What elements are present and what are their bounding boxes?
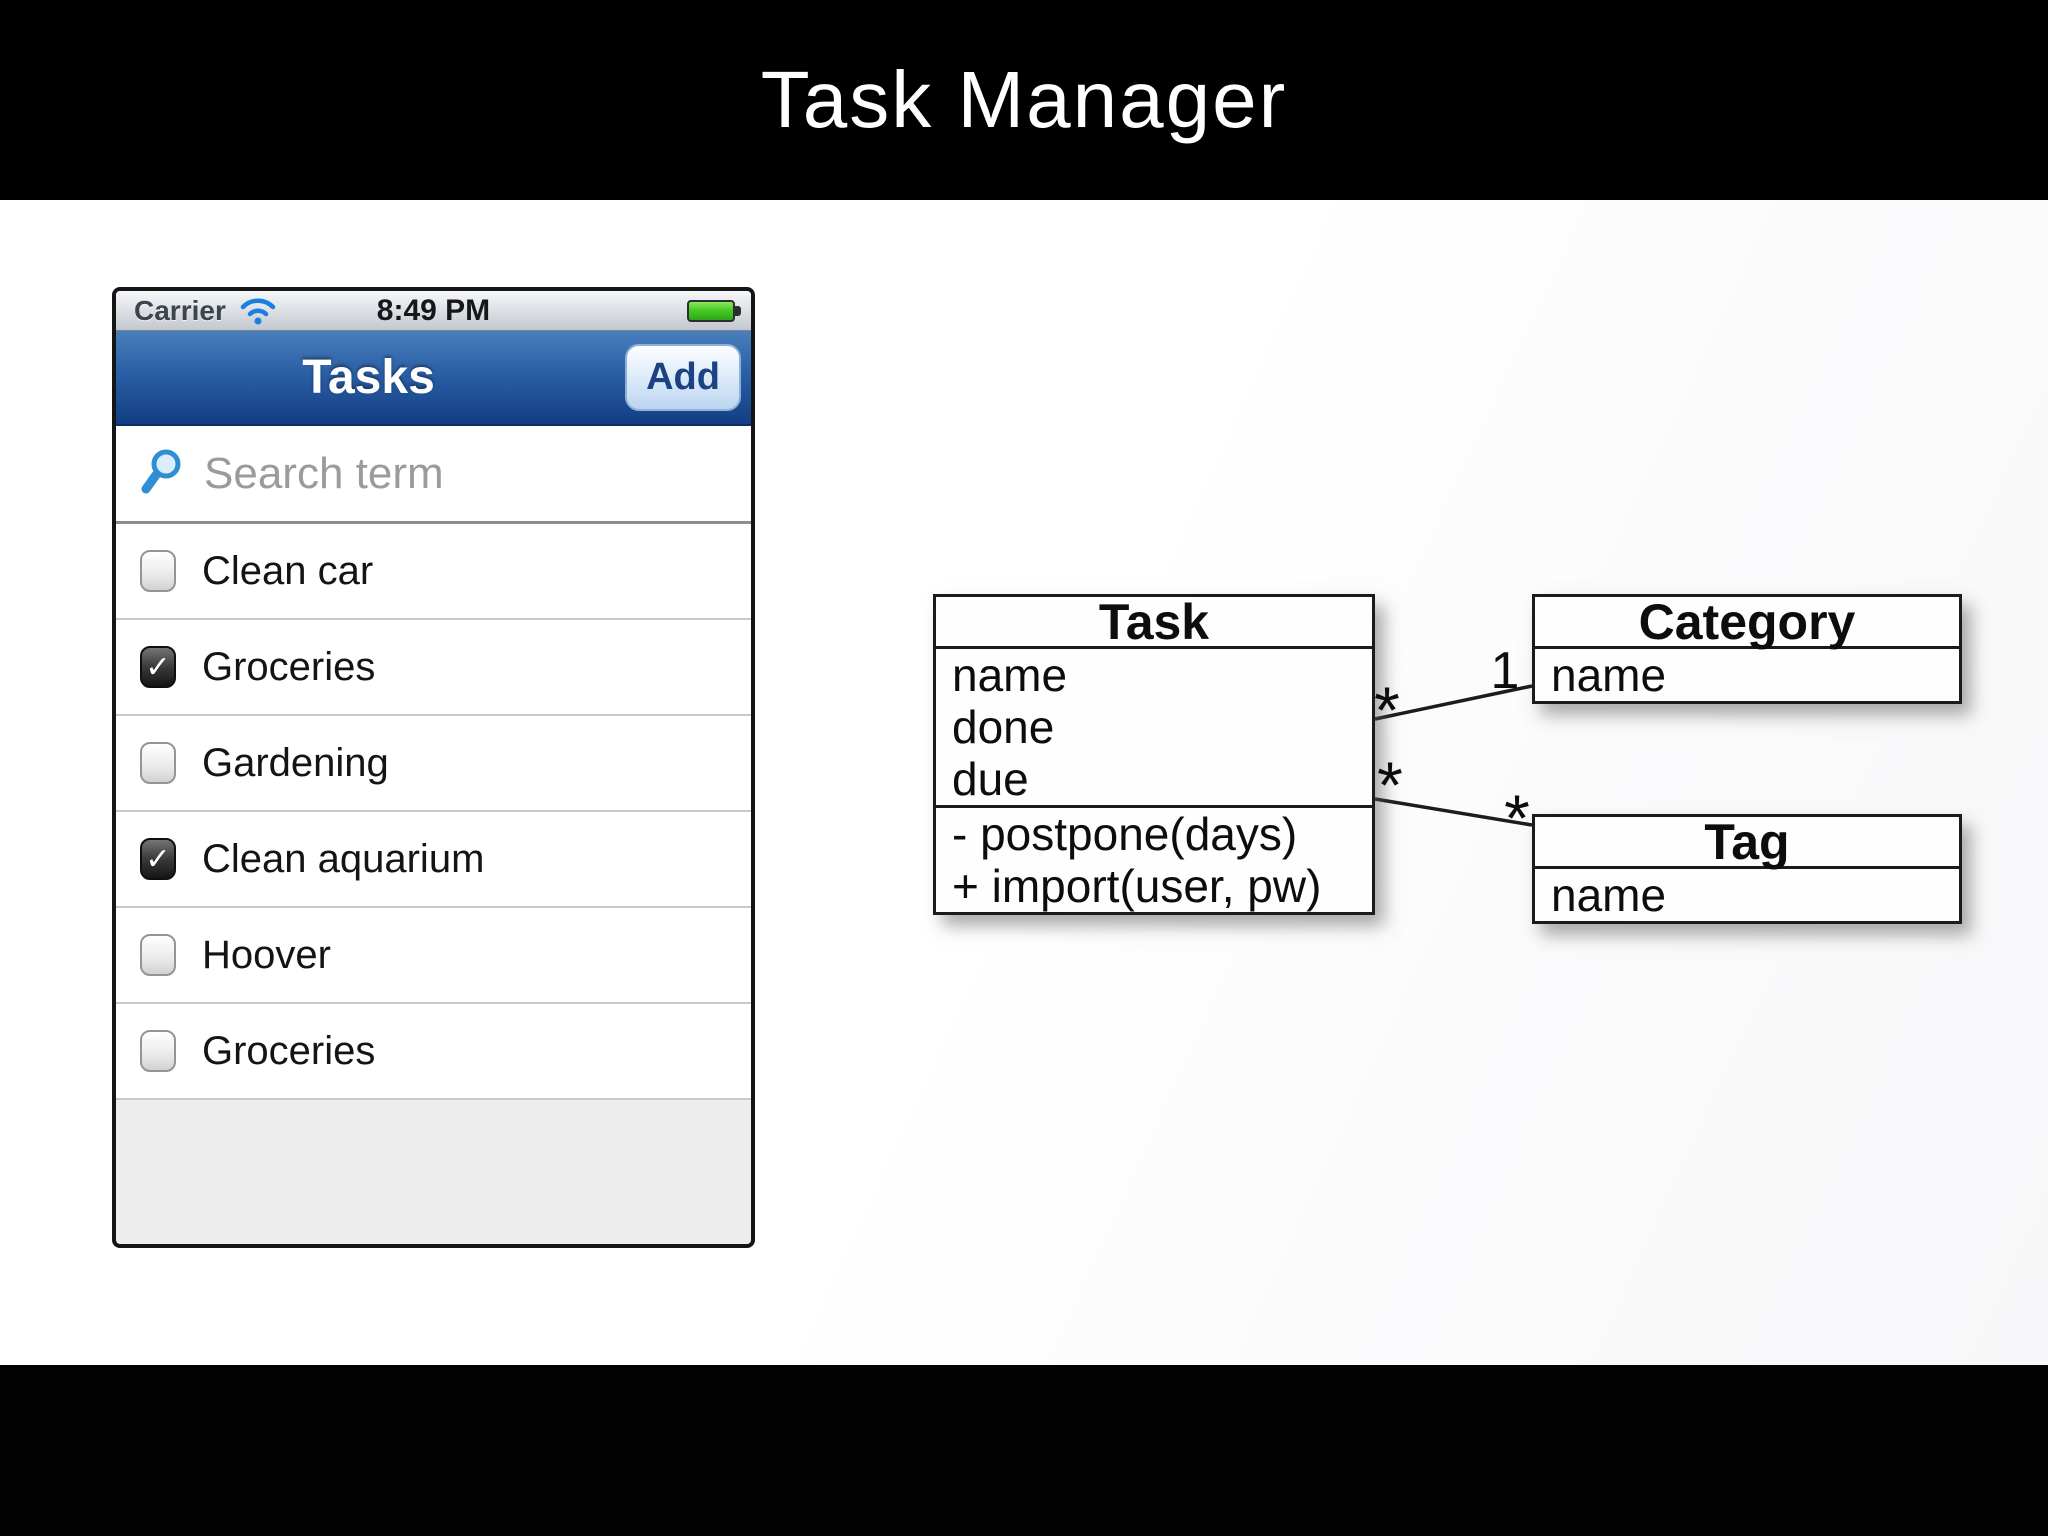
uml-attribute: due	[952, 753, 1029, 805]
clock: 8:49 PM	[376, 293, 491, 327]
association-line-task-tag	[1374, 797, 1533, 827]
task-label: Clean aquarium	[202, 836, 485, 881]
task-row[interactable]: Groceries	[116, 1004, 751, 1100]
task-checkbox[interactable]	[140, 742, 176, 784]
wifi-icon	[238, 296, 278, 326]
uml-class-diagram: Task name done due - postpone(days) + im…	[900, 560, 2048, 1020]
nav-bar: Tasks Add	[116, 331, 751, 426]
uml-class-task-name: Task	[936, 597, 1372, 649]
uml-attribute: name	[952, 649, 1068, 701]
association-line-task-category	[1374, 684, 1533, 721]
task-row[interactable]: Gardening	[116, 716, 751, 812]
nav-title: Tasks	[302, 351, 435, 404]
task-label: Hoover	[202, 932, 331, 977]
task-row[interactable]: Clean aquarium	[116, 812, 751, 908]
uml-class-tag-name: Tag	[1535, 817, 1959, 869]
status-bar: Carrier 8:49 PM	[116, 291, 751, 331]
uml-connectors	[1374, 684, 1533, 827]
multiplicity-category: 1	[1490, 642, 1520, 700]
task-label: Groceries	[202, 644, 376, 689]
multiplicity-task-tag: *	[1377, 748, 1403, 822]
add-button[interactable]: Add	[625, 344, 741, 411]
magnifier-icon	[138, 447, 186, 500]
task-row[interactable]: Groceries	[116, 620, 751, 716]
task-label: Groceries	[202, 1028, 376, 1073]
uml-attribute: done	[952, 701, 1055, 753]
task-checkbox[interactable]	[140, 550, 176, 592]
task-checkbox[interactable]	[140, 838, 176, 880]
uml-class-task: Task name done due - postpone(days) + im…	[933, 594, 1375, 915]
carrier-label: Carrier	[134, 294, 226, 326]
task-row[interactable]: Clean car	[116, 524, 751, 620]
uml-attribute: name	[1551, 649, 1667, 701]
uml-method: - postpone(days)	[952, 808, 1298, 860]
slide-title: Task Manager	[760, 55, 1288, 144]
search-input[interactable]	[204, 448, 634, 499]
phone-screenshot: Carrier 8:49 PM Tasks Add	[112, 287, 755, 1248]
uml-class-category-name: Category	[1535, 597, 1959, 649]
task-checkbox[interactable]	[140, 934, 176, 976]
battery-icon	[687, 300, 741, 322]
task-row[interactable]: Hoover	[116, 908, 751, 1004]
uml-class-tag: Tag name	[1532, 814, 1962, 924]
slide-top-bar: Task Manager	[0, 0, 2048, 200]
uml-class-category: Category name	[1532, 594, 1962, 704]
task-label: Clean car	[202, 548, 374, 593]
task-checkbox[interactable]	[140, 646, 176, 688]
uml-method: + import(user, pw)	[952, 860, 1322, 912]
task-label: Gardening	[202, 740, 389, 785]
slide-bottom-bar	[0, 1365, 2048, 1536]
multiplicity-tag: *	[1504, 781, 1530, 855]
search-bar[interactable]	[116, 426, 751, 524]
task-checkbox[interactable]	[140, 1030, 176, 1072]
uml-class-task-attributes: name done due	[936, 649, 1372, 805]
slide-content: Carrier 8:49 PM Tasks Add	[0, 200, 2048, 1365]
uml-attribute: name	[1551, 869, 1667, 921]
uml-class-task-methods: - postpone(days) + import(user, pw)	[936, 805, 1372, 912]
multiplicity-task-category: *	[1374, 673, 1400, 747]
